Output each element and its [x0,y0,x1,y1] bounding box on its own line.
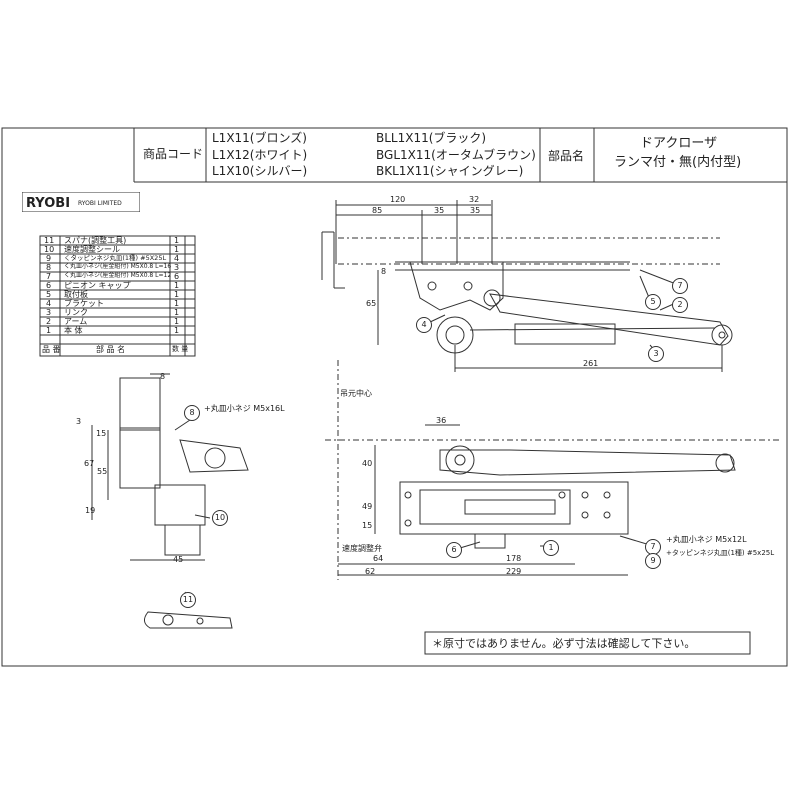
logo-sub: RYOBI LIMITED [78,200,122,207]
dim-65: 65 [366,299,377,308]
dim-32: 32 [469,195,480,204]
ryobi-logo: RYOBI RYOBI LIMITED [22,192,140,212]
part-qty-1: 1 [174,326,180,335]
code-left-2: L1X12(ホワイト) [212,148,308,162]
dim-35a: 35 [434,206,445,215]
part-no-2: 2 [46,317,52,326]
speed-valve-label: 速度調整弁 [342,544,382,553]
dim-49: 49 [362,502,373,511]
part-no-10: 10 [44,245,55,254]
product-name: ドアクローザ [640,136,718,151]
part-qty-2: 1 [174,317,180,326]
dim-261: 261 [583,359,599,368]
callout-10: 10 [212,510,228,526]
part-no-6: 6 [46,281,52,290]
dim-35b: 35 [470,206,481,215]
code-right-1: BLL1X11(ブラック) [376,131,487,145]
part-name-3: リンク [64,308,88,317]
part-no-8: 8 [46,263,52,272]
dim-side-45: 45 [173,555,184,564]
part-qty-11: 1 [174,236,180,245]
product-sub: ランマ付・無(内付型) [614,155,742,170]
dim-side-19: 19 [85,506,96,515]
note-box [424,631,751,655]
logo-brand: RYOBI [26,196,70,211]
hinge-center-label: 吊元中心 [340,389,372,398]
dim-side-3: 3 [76,417,82,426]
callout-1: 1 [543,540,559,556]
dim-side-67: 67 [84,459,95,468]
part-no-9: 9 [46,254,52,263]
part-qty-9: 4 [174,254,180,263]
dim-15: 15 [362,521,373,530]
dim-36: 36 [436,416,447,425]
part-qty-6: 1 [174,281,180,290]
col-qty: 数 量 [172,345,189,353]
part-name-7: く丸皿小ネジ(座金組付) M5X0.8 L=12 [64,272,172,279]
part-qty-8: 3 [174,263,180,272]
callout-11: 11 [180,592,196,608]
col-no: 品 番 [42,345,61,354]
part-no-1: 1 [46,326,52,335]
part-qty-7: 6 [174,272,180,281]
part-name-5: 取付板 [64,290,88,299]
callout-9: 9 [645,553,661,569]
dim-120: 120 [390,195,406,204]
part-no-4: 4 [46,299,52,308]
part-qty-10: 1 [174,245,180,254]
part-no-5: 5 [46,290,52,299]
callout-6: 6 [446,542,462,558]
dim-178: 178 [506,554,522,563]
callout-2: 2 [672,297,688,313]
disclaimer-note: ＊原寸ではありません。必ず寸法は確認して下さい。 [432,637,696,650]
part-name-10: 速度調整シール [64,245,120,254]
dim-40: 40 [362,459,373,468]
part-qty-3: 1 [174,308,180,317]
screw-9-label: +タッピンネジ丸皿(1種) #5x25L [666,549,775,557]
dim-side-15: 15 [96,429,107,438]
part-name-9: くタッピンネジ丸皿(1種) #5X25L [64,254,167,262]
screw-7-label: +丸皿小ネジ M5x12L [666,535,747,544]
callout-4: 4 [416,317,432,333]
code-left-1: L1X11(ブロンズ) [212,131,307,145]
col-name: 部 品 名 [96,345,126,354]
callout-8: 8 [184,405,200,421]
callout-5: 5 [645,294,661,310]
part-name-4: ブラケット [64,299,104,308]
dim-62: 62 [365,567,376,576]
dim-8-top: 8 [381,267,387,276]
callout-3: 3 [648,346,664,362]
part-name-11: スパナ(調整工具) [64,236,127,245]
part-no-11: 11 [44,236,55,245]
screw-8-label: +丸皿小ネジ M5x16L [204,404,285,413]
part-no-3: 3 [46,308,52,317]
part-label: 部品名 [548,149,585,163]
code-label: 商品コード [143,147,204,161]
dim-229: 229 [506,567,522,576]
dim-85: 85 [372,206,383,215]
part-qty-5: 1 [174,290,180,299]
callout-7a: 7 [672,278,688,294]
dim-side-55: 55 [97,467,108,476]
dim-side-8: 8 [160,372,166,381]
frame-border [1,127,788,667]
part-name-8: く丸皿小ネジ(座金組付) M5X0.8 L=16 [64,263,172,270]
dim-64: 64 [373,554,384,563]
part-no-7: 7 [46,272,52,281]
part-qty-4: 1 [174,299,180,308]
part-name-2: アーム [64,317,88,326]
code-left-3: L1X10(シルバー) [212,164,308,178]
part-name-1: 本 体 [64,326,83,335]
code-right-2: BGL1X11(オータムブラウン) [376,148,536,162]
code-right-3: BKL1X11(シャイングレー) [376,164,524,178]
part-name-6: ピニオン キャップ [64,281,131,290]
